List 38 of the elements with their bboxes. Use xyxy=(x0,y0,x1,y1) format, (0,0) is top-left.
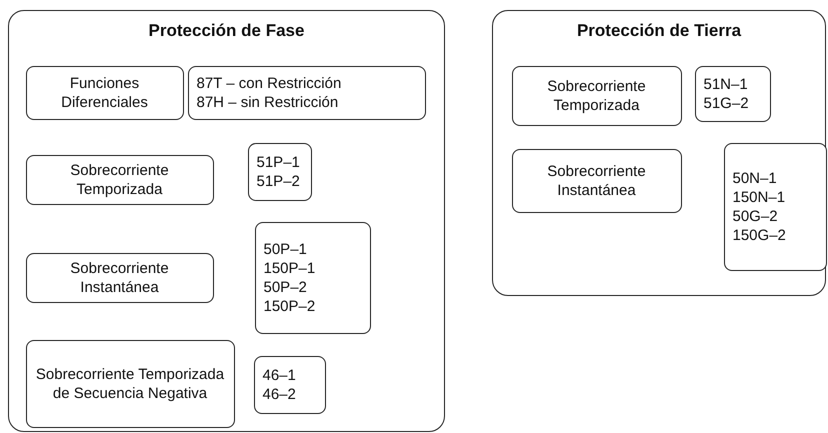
code-label: 50G–2 xyxy=(732,206,778,226)
panel-title: Protección de Fase xyxy=(148,21,306,41)
function-box xyxy=(254,356,326,414)
function-box xyxy=(188,66,426,120)
panel-title: Protección de Tierra xyxy=(576,21,742,41)
function-box xyxy=(254,222,370,334)
function-box xyxy=(512,148,682,212)
function-label: Sobrecorriente Temporizada xyxy=(69,160,170,198)
code-label: 87T – con Restricción xyxy=(196,74,342,92)
code-label: 50P–2 xyxy=(264,278,307,296)
code-label: 150P–2 xyxy=(264,296,316,316)
code-label: 150N–1 xyxy=(732,188,786,206)
function-box xyxy=(724,142,826,270)
function-label: Sobrecorriente Temporizada xyxy=(546,76,647,114)
function-label: Sobrecorriente Instantánea xyxy=(546,162,647,200)
code-label: 46–1 xyxy=(262,366,296,384)
function-box xyxy=(694,66,770,122)
code-label: 87H – sin Restricción xyxy=(196,92,338,112)
code-label: 46–2 xyxy=(262,384,296,404)
code-label: 51P–2 xyxy=(256,172,300,190)
code-label: 51G–2 xyxy=(704,94,749,112)
code-label: 50P–1 xyxy=(264,240,307,258)
code-label: 150G–2 xyxy=(732,226,786,244)
function-label: Sobrecorriente Instantánea xyxy=(69,258,170,296)
function-label: Funciones Diferenciales xyxy=(60,74,149,112)
function-box xyxy=(26,252,214,302)
group-panel xyxy=(492,10,826,296)
function-box xyxy=(26,340,234,428)
function-box xyxy=(248,142,312,200)
group-panel xyxy=(8,10,445,432)
code-label: 150P–1 xyxy=(264,258,316,278)
code-label: 51N–1 xyxy=(704,74,748,94)
function-box xyxy=(512,66,682,126)
code-label: 51P–1 xyxy=(256,152,300,172)
function-box xyxy=(26,66,184,120)
code-label: 50N–1 xyxy=(732,168,777,188)
function-box xyxy=(26,154,214,204)
function-label: Sobrecorriente Temporizada de Secuencia Negativa xyxy=(34,364,226,402)
